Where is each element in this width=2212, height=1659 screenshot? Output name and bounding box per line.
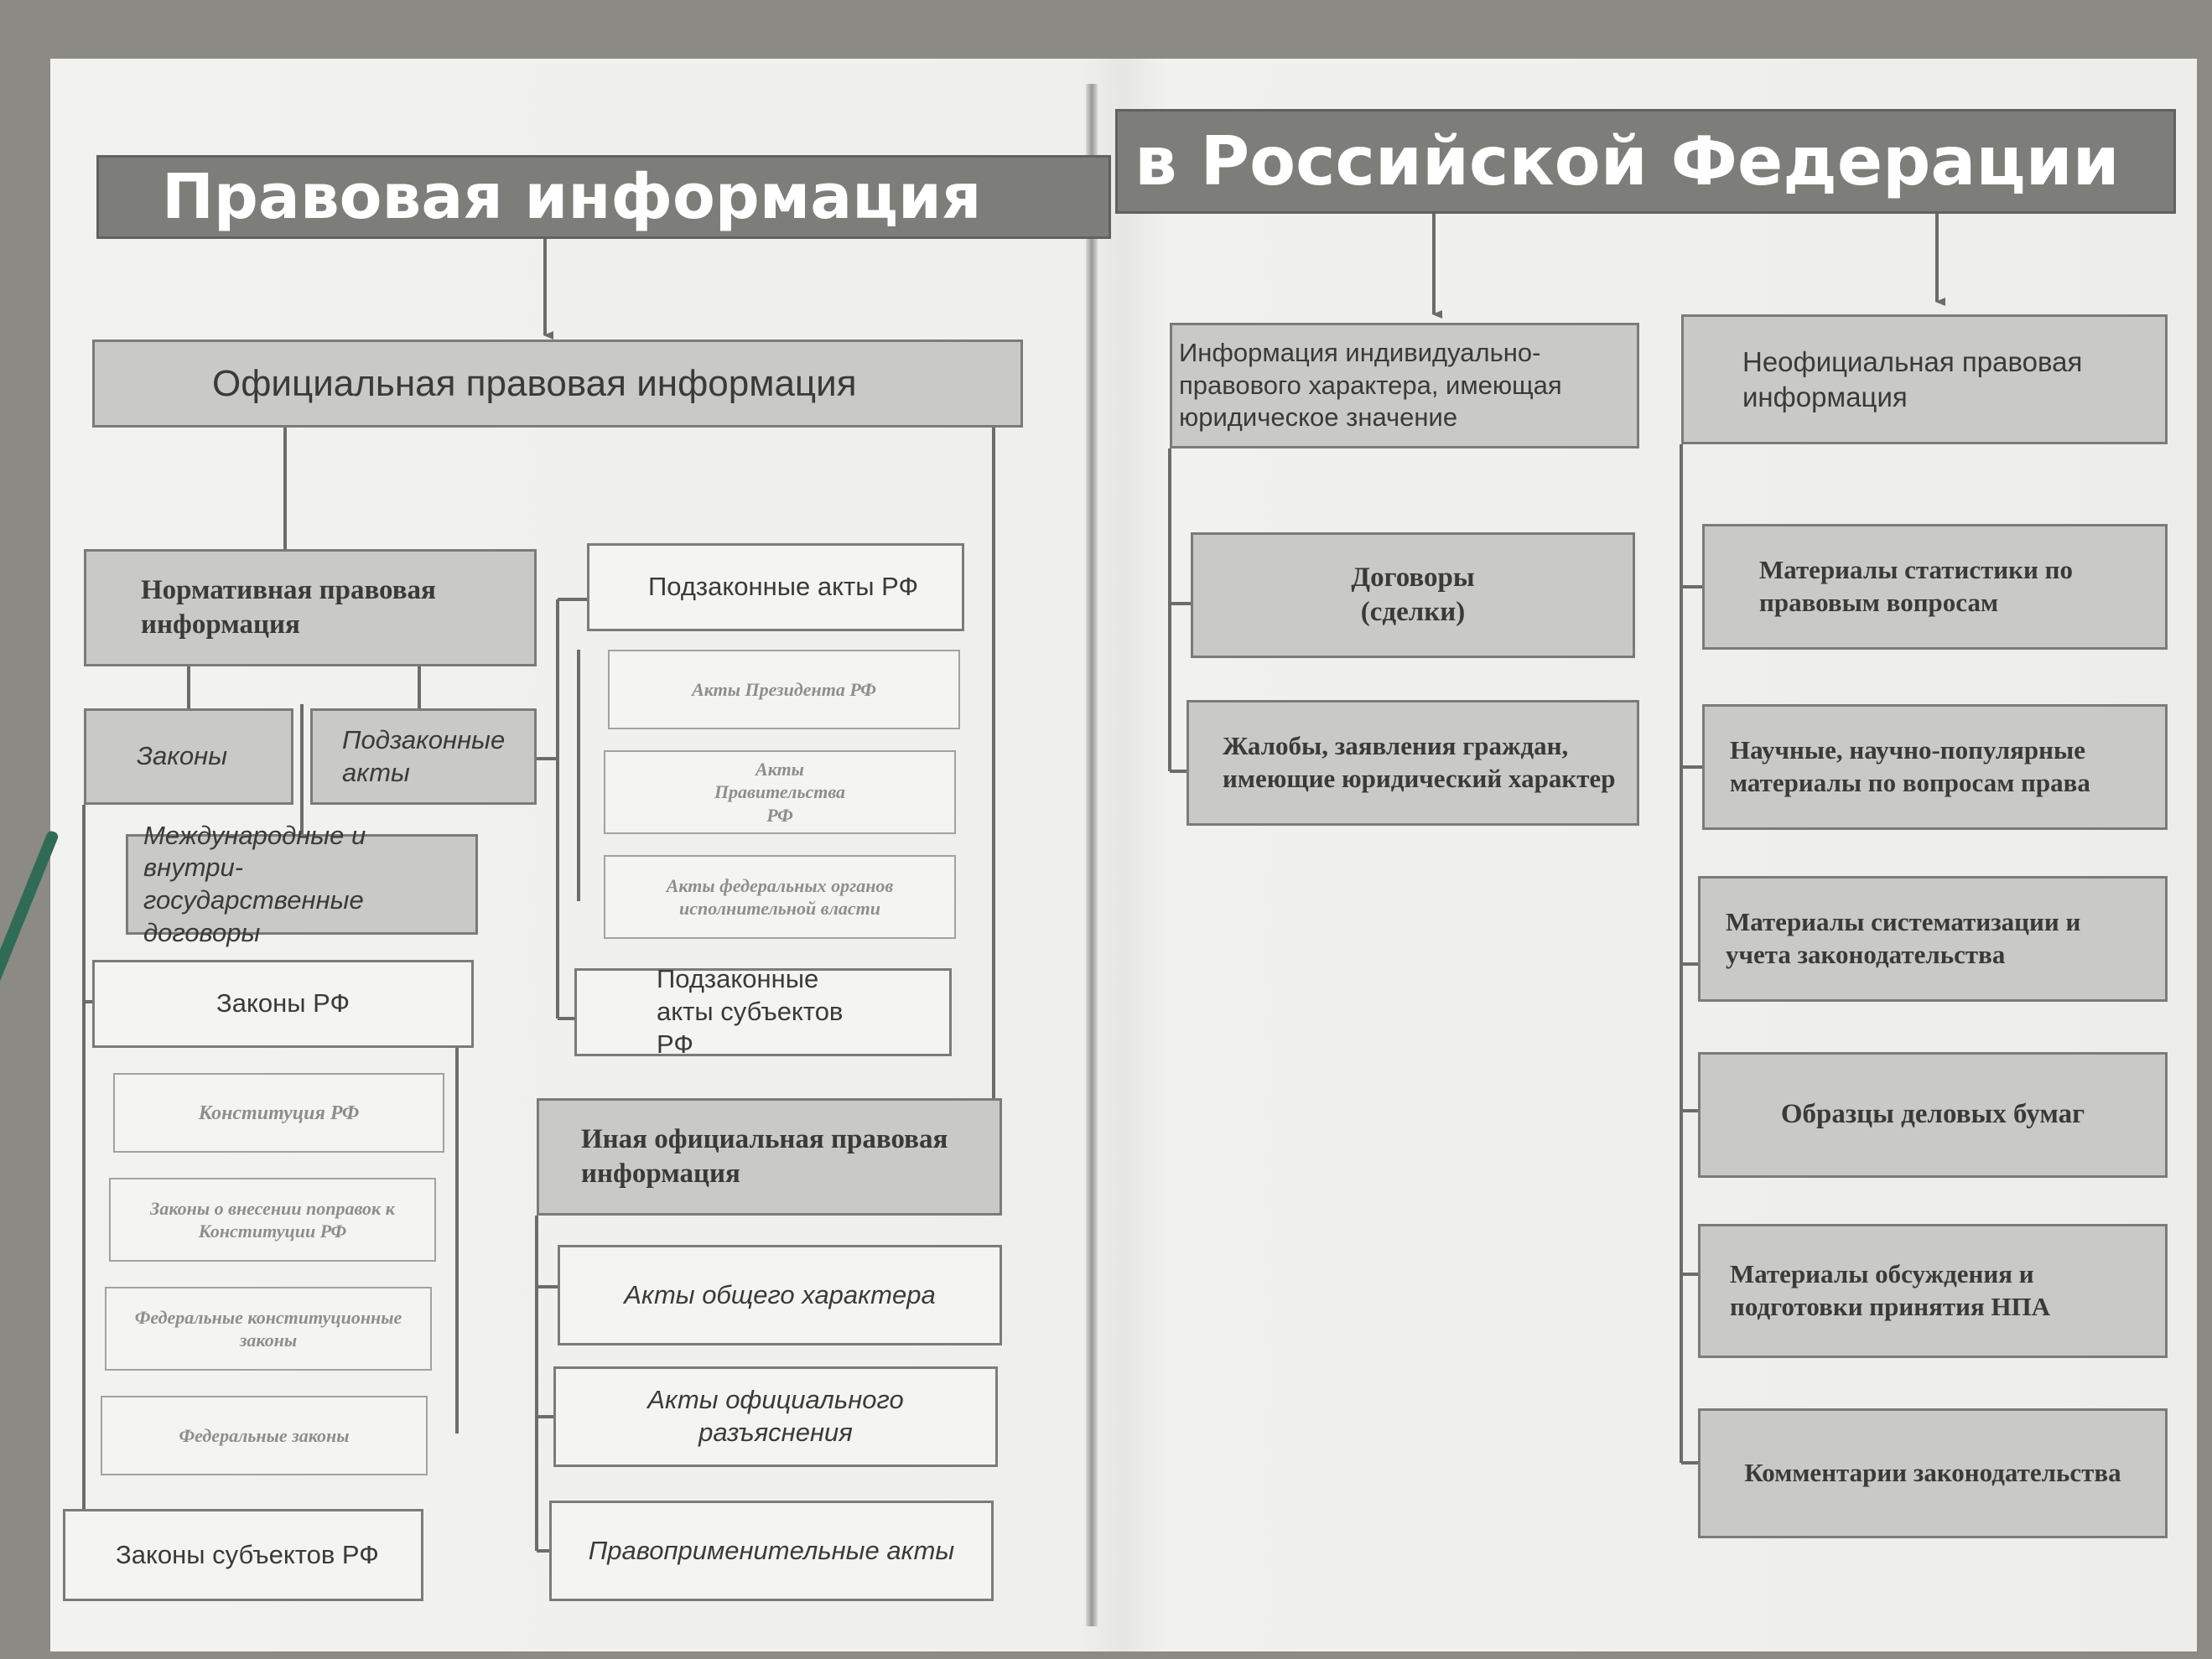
enforcement-acts-box: Правоприменительные акты [549, 1501, 994, 1601]
statistics-materials-box: Материалы статистики по правовым вопроса… [1702, 524, 2168, 650]
title-right: в Российской Федерации [1115, 109, 2176, 214]
amendments-laws-box: Законы о внесении поправок к Конституции… [109, 1178, 436, 1262]
laws-rf-box: Законы РФ [92, 960, 474, 1048]
federal-laws-box: Федеральные законы [101, 1396, 428, 1475]
federal-executive-acts-box: Акты федеральных органов исполнительной … [604, 855, 956, 939]
subordinate-subjects-box: Подзаконные акты субъектов РФ [574, 964, 952, 1059]
document-samples-box: Образцы деловых бумаг [1698, 1052, 2168, 1178]
laws-subjects-box: Законы субъектов РФ [63, 1509, 423, 1601]
president-acts-box: Акты Президента РФ [608, 650, 960, 729]
npa-discussion-box: Материалы обсуждения и подготовки принят… [1698, 1224, 2168, 1358]
scientific-materials-box: Научные, научно-популярные материалы по … [1702, 704, 2168, 830]
constitution-box: Конституция РФ [113, 1073, 444, 1153]
other-official-box: Иная официальная правовая информация [537, 1098, 1002, 1216]
individual-info-box: Информация индивидуально-правового харак… [1170, 323, 1639, 448]
subordinate-rf-box: Подзаконные акты РФ [587, 543, 964, 631]
treaties-box: Международные и внутри-государственные д… [126, 821, 478, 947]
systematization-materials-box: Материалы систематизации и учета законод… [1698, 876, 2168, 1002]
general-acts-box: Акты общего характера [558, 1245, 1002, 1345]
complaints-box: Жалобы, заявления граждан, имеющие юриди… [1186, 700, 1639, 826]
constitutional-laws-box: Федеральные конституционные законы [105, 1287, 432, 1371]
commentaries-box: Комментарии законодательства [1698, 1408, 2168, 1538]
clarification-acts-box: Акты официального разъяснения [553, 1366, 998, 1467]
government-acts-box: Акты Правительства РФ [604, 750, 956, 834]
laws-box: Законы [84, 708, 293, 805]
unofficial-info-box: Неофициальная правовая информация [1681, 314, 2168, 444]
official-info-box: Официальная правовая информация [92, 340, 1023, 428]
contracts-box: Договоры (сделки) [1191, 532, 1635, 658]
normative-info-box: Нормативная правовая информация [84, 549, 537, 666]
subordinate-acts-box: Подзаконные акты [310, 708, 537, 805]
page-fold [1086, 84, 1098, 1626]
title-left: Правовая информация [96, 155, 1111, 239]
